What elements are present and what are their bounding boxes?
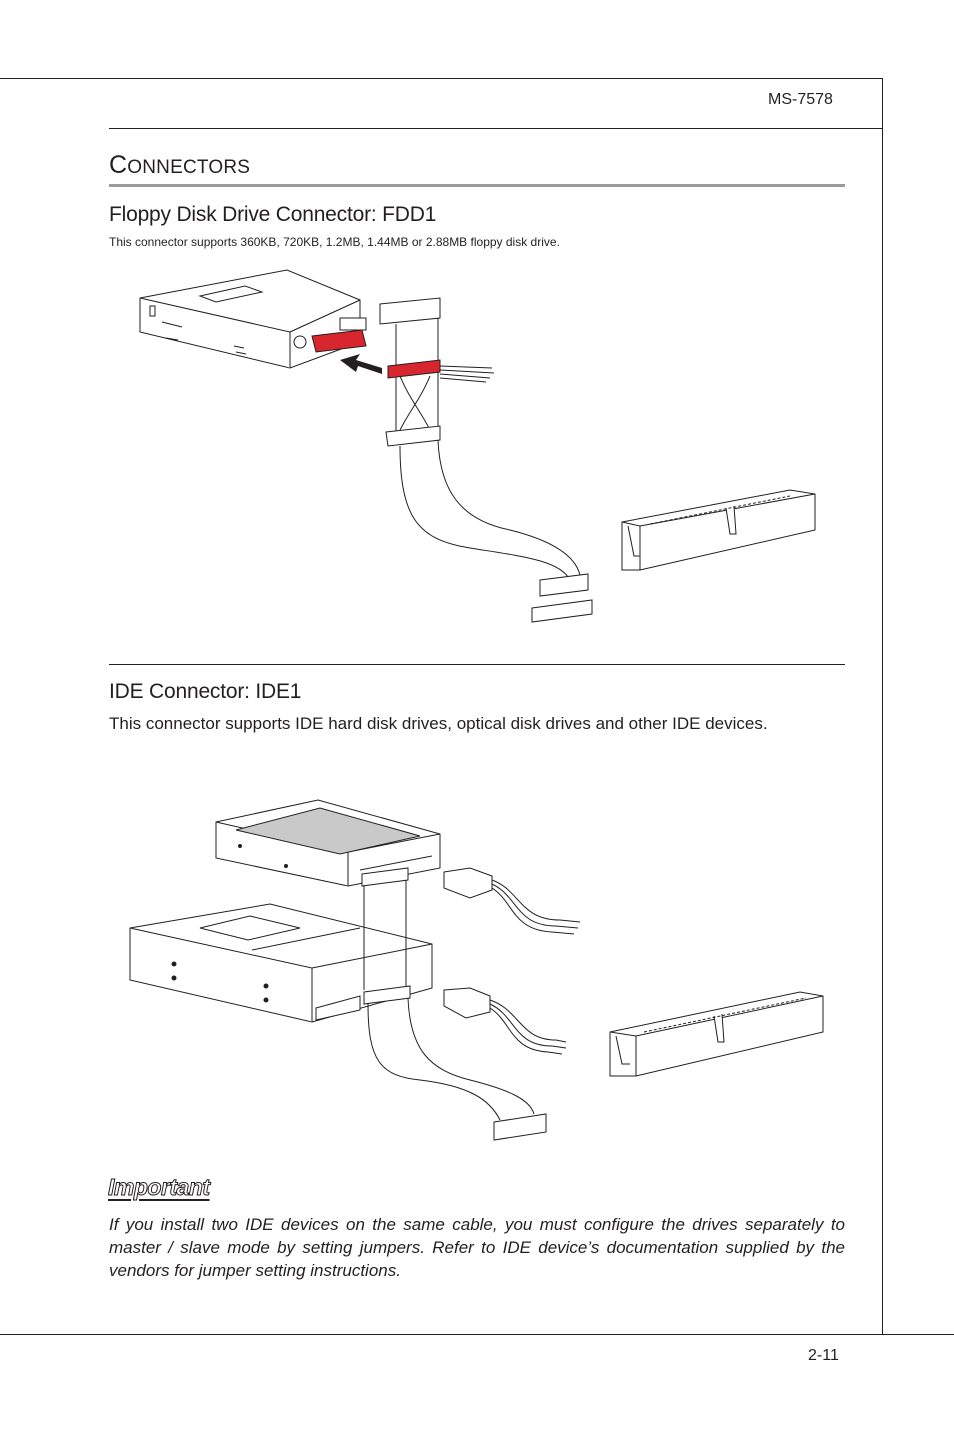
fdd-drive-connector-highlight	[311, 329, 367, 353]
section-title-initial: C	[109, 151, 128, 179]
ide-description: This connector supports IDE hard disk dr…	[109, 714, 768, 733]
section-title: CONNECTORS	[109, 151, 250, 180]
model-number: MS-7578	[768, 91, 833, 108]
fdd-cable-connector-highlight	[387, 359, 441, 379]
section-title-underline	[109, 184, 845, 187]
section-title-rest: ONNECTORS	[127, 157, 251, 178]
page-number: 2-11	[808, 1347, 839, 1364]
fdd-description: This connector supports 360KB, 720KB, 1.…	[109, 235, 560, 249]
important-title: Important	[108, 1174, 211, 1201]
top-frame-line	[0, 78, 883, 79]
fdd-section-divider	[109, 664, 845, 665]
insert-arrow-icon	[340, 354, 382, 374]
right-frame-line	[882, 78, 883, 1335]
header-rule	[109, 128, 883, 129]
fdd-heading: Floppy Disk Drive Connector: FDD1	[109, 203, 437, 226]
bottom-frame-line	[0, 1334, 954, 1335]
ide-heading: IDE Connector: IDE1	[109, 680, 302, 703]
important-text: If you install two IDE devices on the sa…	[109, 1215, 845, 1280]
